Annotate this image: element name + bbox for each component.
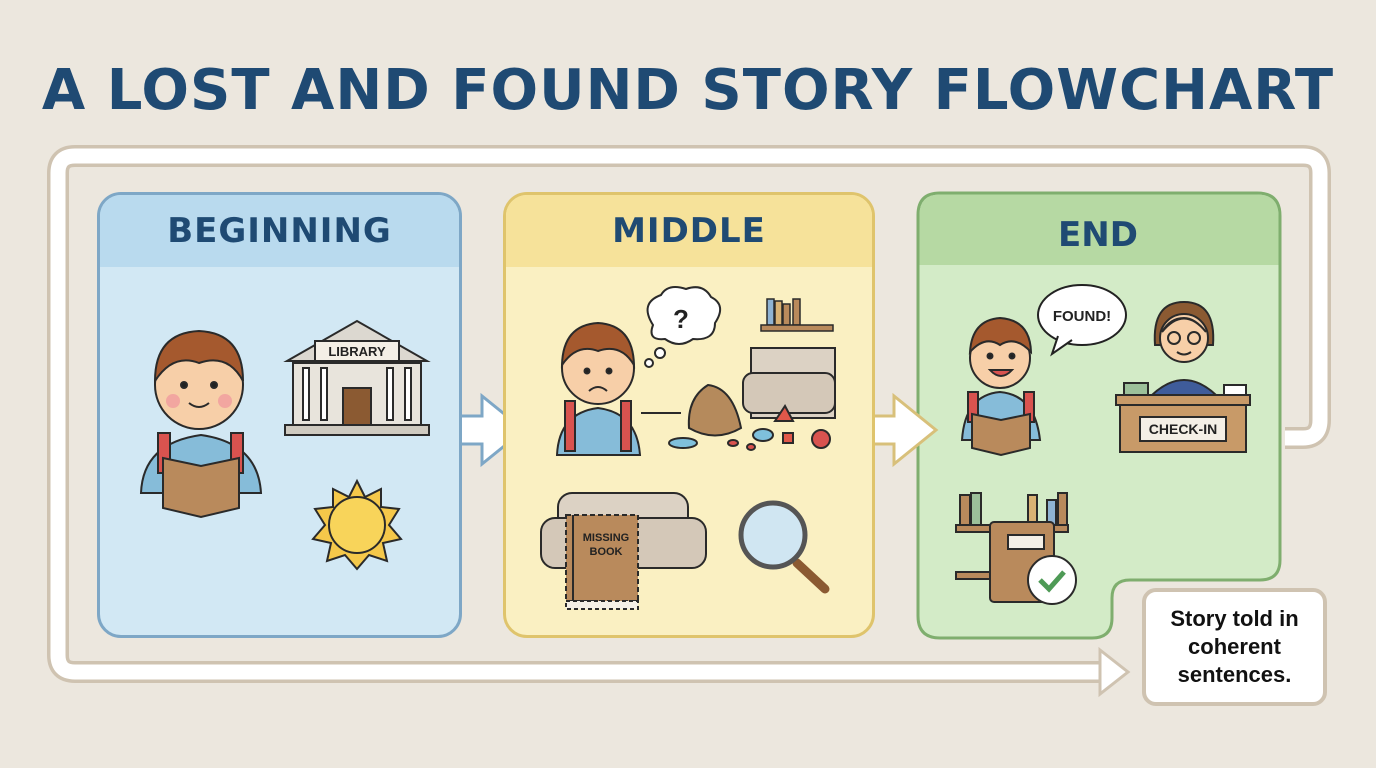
messy-room-icon (668, 346, 836, 451)
sun-icon (311, 478, 403, 571)
panel-beginning-label: BEGINNING (100, 195, 459, 267)
panel-middle-label: MIDDLE (506, 195, 872, 267)
panel-middle: MIDDLE ? (503, 192, 875, 638)
library-building-icon: LIBRARY (283, 319, 431, 436)
happy-child-reading-icon (960, 316, 1042, 457)
returned-book-check-icon (955, 492, 1077, 605)
librarian-desk-icon: CHECK-IN (1115, 300, 1251, 453)
bookshelf-icon (760, 298, 834, 332)
missing-book-couch-icon: MISSING BOOK (540, 492, 707, 610)
flow-arrowhead (1098, 646, 1131, 698)
page-title: A LOST AND FOUND STORY FLOWCHART (41, 58, 1335, 123)
missing-book-text-1: MISSING (583, 532, 629, 544)
magnifying-glass-icon (738, 500, 830, 594)
panel-beginning: BEGINNING LIBRARY (97, 192, 462, 638)
library-sign: LIBRARY (328, 344, 386, 359)
panel-end-label: END (1058, 215, 1138, 255)
check-in-sign: CHECK-IN (1149, 421, 1217, 437)
speech-text: FOUND! (1053, 308, 1111, 325)
worried-child-icon (555, 321, 681, 456)
result-box: Story told in coherent sentences. (1142, 588, 1327, 706)
thought-bubble-icon: ? (644, 286, 722, 368)
speech-bubble: FOUND! (1037, 284, 1127, 357)
question-mark: ? (673, 304, 689, 334)
missing-book-text-2: BOOK (590, 546, 623, 558)
child-reading-icon (139, 329, 263, 519)
